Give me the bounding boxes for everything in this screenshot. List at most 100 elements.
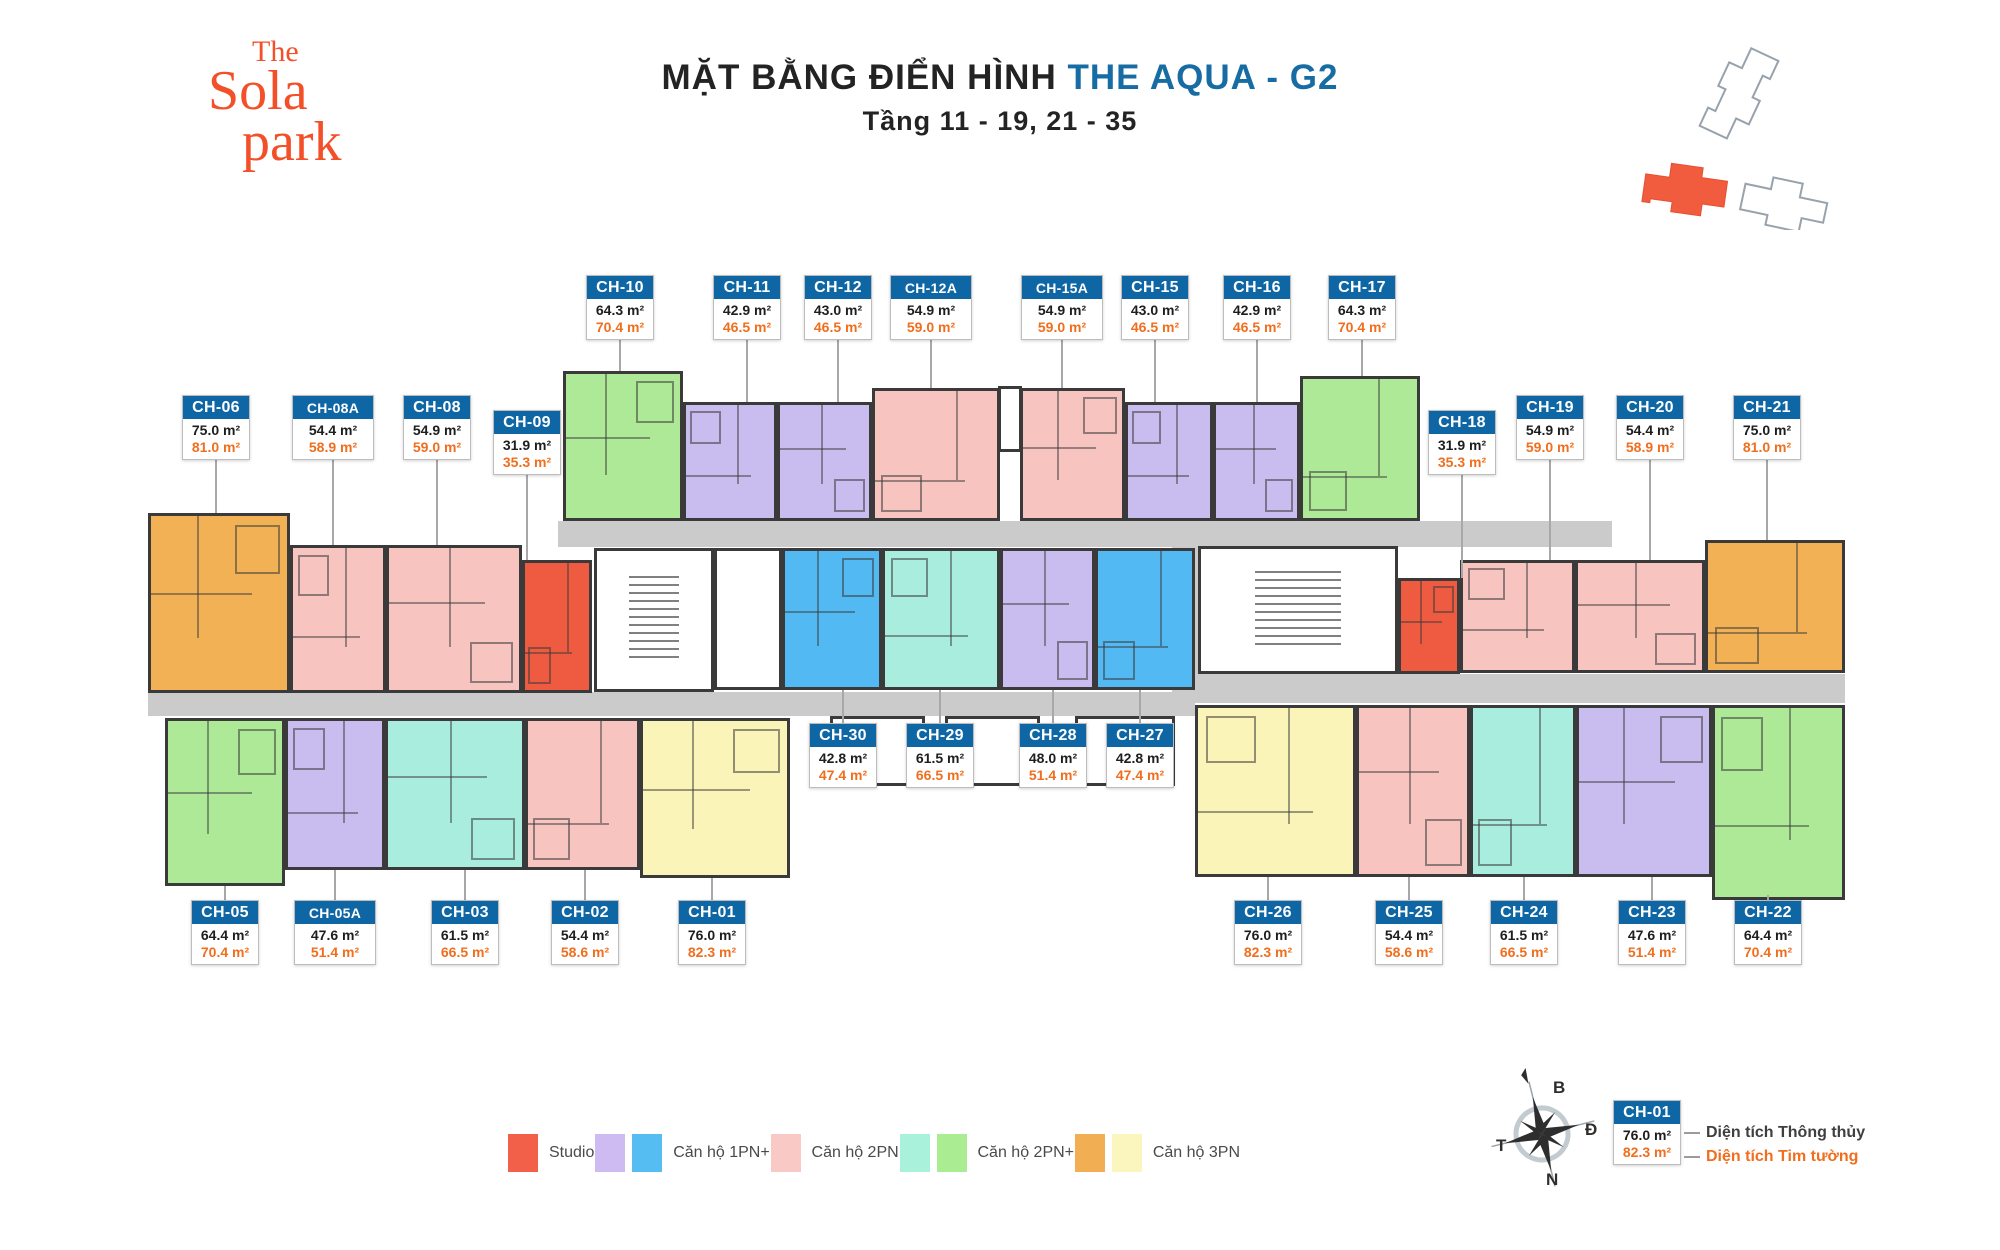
unit-CH-22 (1712, 705, 1845, 900)
unit-id-CH-20: CH-20 (1617, 396, 1683, 419)
corridor-3 (1195, 674, 1845, 703)
page-title-prefix: MẶT BẰNG ĐIỂN HÌNH (661, 58, 1068, 97)
area-key-gross-label: Diện tích Tim tường (1706, 1148, 1859, 1165)
unit-gross-area-CH-12: 46.5 m² (813, 319, 863, 335)
site-minimap (1641, 46, 1829, 230)
unit-gross-area-CH-25: 58.6 m² (1384, 944, 1434, 960)
unit-id-CH-10: CH-10 (587, 276, 653, 299)
unit-gross-area-CH-16: 46.5 m² (1232, 319, 1282, 335)
unit-net-area-CH-05: 64.4 m² (200, 927, 250, 943)
legend-swatches-2 (595, 1134, 663, 1172)
unit-net-area-CH-25: 54.4 m² (1384, 927, 1434, 943)
unit-gross-area-CH-05A: 51.4 m² (310, 944, 360, 960)
unit-id-CH-25: CH-25 (1376, 901, 1442, 924)
label-line-CH-24 (1523, 877, 1525, 900)
legend-label-2: Căn hộ 1PN+ (673, 1144, 770, 1161)
unit-id-CH-28: CH-28 (1020, 724, 1086, 747)
label-line-CH-16 (1256, 337, 1258, 402)
label-line-CH-06 (215, 457, 217, 513)
unit-gross-area-CH-19: 59.0 m² (1525, 439, 1575, 455)
unit-CH-20 (1575, 560, 1705, 673)
label-line-CH-12A (930, 337, 932, 388)
label-line-CH-19 (1549, 457, 1551, 560)
unit-CH-09 (522, 560, 592, 693)
unit-gross-area-CH-26: 82.3 m² (1243, 944, 1293, 960)
legend-label-5: Căn hộ 3PN (1152, 1144, 1240, 1161)
corridor-1 (558, 521, 1612, 547)
unit-net-area-CH-12: 43.0 m² (813, 302, 863, 318)
legend-swatch-4-2 (936, 1134, 967, 1172)
unit-id-CH-23: CH-23 (1619, 901, 1685, 924)
compass-label-south: N (1546, 1170, 1559, 1189)
unit-gross-area-CH-08A: 58.9 m² (308, 439, 358, 455)
unit-net-area-CH-29: 61.5 m² (915, 750, 965, 766)
label-line-CH-08A (332, 457, 334, 545)
area-key-dash-net (1684, 1132, 1700, 1134)
unit-net-area-CH-11: 42.9 m² (722, 302, 772, 318)
unit-gross-area-CH-30: 47.4 m² (818, 767, 868, 783)
unit-gross-area-CH-03: 66.5 m² (440, 944, 490, 960)
legend-swatch-5-2 (1111, 1134, 1142, 1172)
unit-CH-30 (782, 548, 882, 690)
site-minimap-building-outline-2 (1738, 176, 1829, 230)
unit-CH-15 (1125, 402, 1213, 521)
unit-CH-17 (1300, 376, 1420, 521)
label-line-CH-22 (1767, 895, 1769, 900)
unit-gross-area-CH-01: 82.3 m² (687, 944, 737, 960)
legend-swatches-1 (508, 1134, 538, 1172)
unit-CH-02 (525, 718, 640, 870)
unit-CH-12A (872, 388, 1000, 521)
unit-CH-28 (1000, 548, 1095, 690)
unit-CH-12 (777, 402, 872, 521)
unit-net-area-CH-08A: 54.4 m² (308, 422, 358, 438)
unit-net-area-CH-15A: 54.9 m² (1037, 302, 1087, 318)
site-minimap-building-outline-1 (1698, 46, 1780, 140)
unit-net-area-CH-05A: 47.6 m² (310, 927, 360, 943)
unit-id-CH-08: CH-08 (404, 396, 470, 419)
label-line-CH-17 (1361, 337, 1363, 376)
unit-gross-area-CH-09: 35.3 m² (502, 454, 552, 470)
label-line-CH-05 (224, 886, 226, 900)
unit-CH-18 (1398, 578, 1460, 674)
label-line-CH-02 (584, 870, 586, 900)
unit-id-CH-24: CH-24 (1491, 901, 1557, 924)
legend-swatch-2-1 (595, 1134, 626, 1172)
unit-CH-10 (563, 371, 683, 521)
label-line-CH-25 (1408, 877, 1410, 900)
unit-id-CH-30: CH-30 (810, 724, 876, 747)
logo-line-3: park (242, 111, 342, 174)
label-line-CH-21 (1766, 457, 1768, 540)
unit-gross-area-CH-02: 58.6 m² (560, 944, 610, 960)
unit-id-CH-11: CH-11 (714, 276, 780, 299)
unit-gross-area-CH-15A: 59.0 m² (1037, 319, 1087, 335)
legend-swatch-2-2 (632, 1134, 663, 1172)
unit-gross-area-CH-10: 70.4 m² (595, 319, 645, 335)
unit-CH-15A (1020, 388, 1125, 521)
site-minimap-building-highlight (1641, 162, 1729, 217)
logo-line-2: Sola (208, 59, 308, 122)
legend-swatches-3 (770, 1134, 801, 1172)
unit-gross-area-CH-05: 70.4 m² (200, 944, 250, 960)
unit-CH-01 (640, 718, 790, 878)
unit-id-CH-21: CH-21 (1734, 396, 1800, 419)
area-key-gross-area: 82.3 m² (1622, 1144, 1672, 1160)
unit-id-CH-18: CH-18 (1429, 411, 1495, 434)
label-line-CH-01 (711, 878, 713, 900)
label-line-CH-15A (1061, 337, 1063, 388)
logo: The Sola park (190, 35, 390, 174)
unit-CH-03 (385, 718, 525, 870)
logo-line-1: The (252, 35, 299, 68)
